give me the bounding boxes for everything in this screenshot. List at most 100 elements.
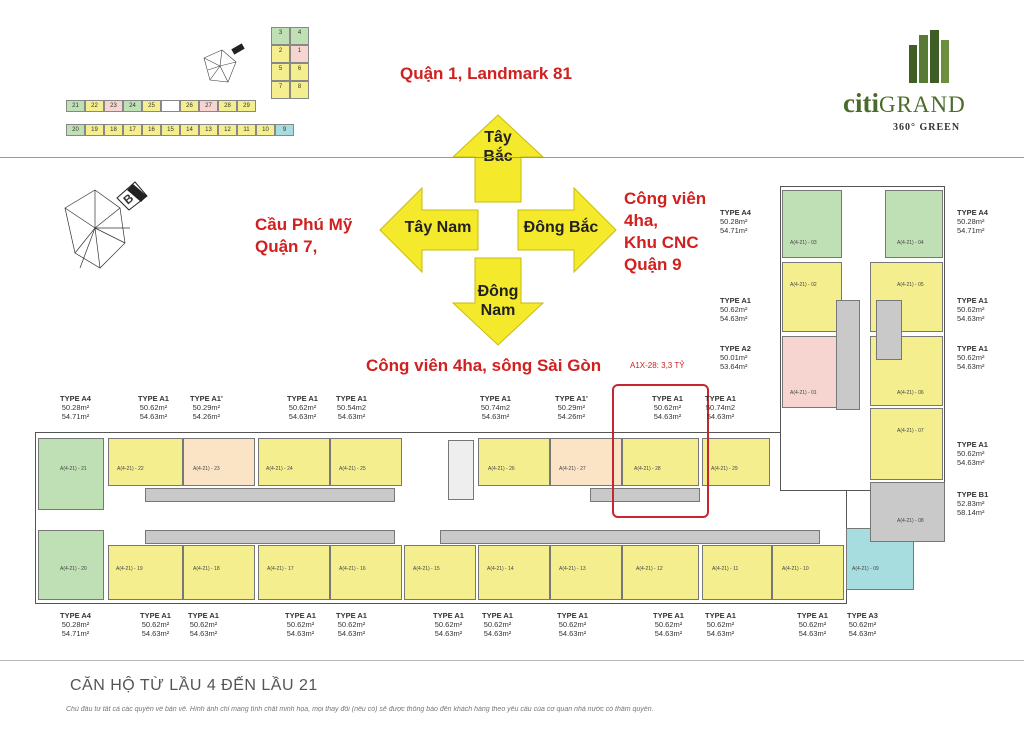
unit-area-gross: 54.63m² <box>706 412 735 421</box>
unit-16-room <box>330 545 402 600</box>
unit-area-inner: 50.62m² <box>558 620 587 629</box>
unit-code: A(4-21) - 13 <box>559 566 586 572</box>
highlight-box <box>612 384 709 518</box>
unit-area-gross: 54.63m² <box>558 629 587 638</box>
unit-type: TYPE A1 <box>140 611 171 620</box>
unit-area-gross: 54.63m² <box>848 629 877 638</box>
compass-icon <box>64 181 148 269</box>
mini-map-cell: 15 <box>161 124 180 136</box>
unit-type: TYPE A3 <box>847 611 878 620</box>
unit-code: A(4-21) - 20 <box>60 566 87 572</box>
unit-area-inner: 50.29m² <box>557 403 586 412</box>
east-label-line3: Khu CNC <box>624 233 699 252</box>
right-core-2 <box>876 300 902 360</box>
unit-area-inner: 50.62m² <box>337 620 366 629</box>
east-label-line2: 4ha, <box>624 211 659 230</box>
unit-area-gross: 54.63m² <box>957 458 985 467</box>
unit-area-inner: 50.62m² <box>141 620 170 629</box>
unit-area-inner: 50.62m² <box>189 620 218 629</box>
unit-code: A(4-21) - 26 <box>488 466 515 472</box>
arrow-left-label: Tây Nam <box>404 219 472 236</box>
unit-code: A(4-21) - 11 <box>712 566 739 572</box>
brand-citi: citi <box>843 88 879 118</box>
unit-type: TYPE A4 <box>957 208 988 217</box>
unit-area-gross: 54.71m² <box>61 412 90 421</box>
unit-type: TYPE A1 <box>705 611 736 620</box>
unit-code: A(4-21) - 14 <box>487 566 514 572</box>
unit-code: A(4-21) - 22 <box>117 466 144 472</box>
unit-area-inner: 50.62m² <box>434 620 463 629</box>
unit-24-room <box>258 438 330 486</box>
unit-area-inner: 50.62m² <box>288 403 317 412</box>
unit-area-gross: 54.71m² <box>61 629 90 638</box>
unit-code: A(4-21) - 06 <box>897 390 924 396</box>
north-label: Quận 1, Landmark 81 <box>400 64 572 83</box>
mini-map-cell: 21 <box>66 100 85 112</box>
citigrand-logo-icon <box>909 30 949 83</box>
unit-area-inner: 50.28m² <box>957 217 985 226</box>
unit-type: TYPE A1 <box>285 611 316 620</box>
footer-title: CĂN HỘ TỪ LẦU 4 ĐẾN LẦU 21 <box>70 677 318 694</box>
west-label: Cầu Phú Mỹ Quận 7, <box>255 214 352 258</box>
unit-area-inner: 52.83m² <box>957 499 985 508</box>
unit-code: A(4-21) - 15 <box>413 566 440 572</box>
mini-map-cell: 12 <box>218 124 237 136</box>
unit-type: TYPE A1 <box>653 611 684 620</box>
unit-code: A(4-21) - 10 <box>782 566 809 572</box>
unit-type: TYPE A1 <box>652 394 683 403</box>
east-label-line4: Quận 9 <box>624 255 682 274</box>
unit-area-gross: 54.63m² <box>483 629 512 638</box>
corridor-lower <box>145 530 395 544</box>
unit-code: A(4-21) - 23 <box>193 466 220 472</box>
mini-map-cell: 20 <box>66 124 85 136</box>
corridor-upper-right <box>590 488 700 502</box>
unit-type: TYPE A1 <box>480 394 511 403</box>
unit-10-room <box>772 545 844 600</box>
unit-area-inner: 50.74m2 <box>480 403 511 412</box>
unit-type: TYPE A1 <box>482 611 513 620</box>
unit-type: TYPE B1 <box>957 490 989 499</box>
unit-area-inner: 50.62m² <box>286 620 315 629</box>
unit-code: A(4-21) - 08 <box>897 518 924 524</box>
mini-map-cell: 16 <box>142 124 161 136</box>
unit-code: A(4-21) - 04 <box>897 240 924 246</box>
mini-map-cell: 14 <box>180 124 199 136</box>
unit-23-room <box>183 438 255 486</box>
unit-area-inner: 50.62m² <box>798 620 827 629</box>
mini-map-cell: 23 <box>104 100 123 112</box>
unit-type: TYPE A1' <box>190 394 223 403</box>
unit-area-inner: 50.62m² <box>957 449 985 458</box>
unit-code: A(4-21) - 12 <box>636 566 663 572</box>
unit-type: TYPE A4 <box>60 611 91 620</box>
unit-area-inner: 50.62m² <box>957 305 985 314</box>
unit-area-gross: 54.63m² <box>337 629 366 638</box>
unit-type: TYPE A1 <box>433 611 464 620</box>
mini-map-cell: 19 <box>85 124 104 136</box>
unit-area-inner: 50.01m² <box>720 353 748 362</box>
unit-type: TYPE A1 <box>720 296 751 305</box>
mini-map-cell: 17 <box>123 124 142 136</box>
mini-map-cell: 22 <box>85 100 104 112</box>
unit-28-room <box>622 438 699 486</box>
unit-code: A(4-21) - 09 <box>852 566 879 572</box>
unit-07-room <box>870 408 943 480</box>
direction-arrows-icon <box>379 114 617 346</box>
west-label-line1: Cầu Phú Mỹ <box>255 215 353 234</box>
unit-code: A(4-21) - 16 <box>339 566 366 572</box>
unit-type: TYPE A1 <box>705 394 736 403</box>
brand-tagline: 360° GREEN <box>893 122 961 133</box>
unit-area-inner: 50.74m2 <box>705 403 736 412</box>
mini-map-cell: 18 <box>104 124 123 136</box>
